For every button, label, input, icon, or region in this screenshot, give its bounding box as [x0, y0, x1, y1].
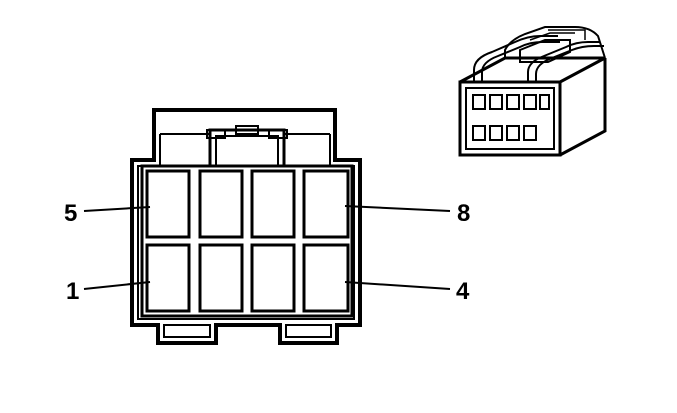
cavity-row-top [145, 169, 350, 239]
pin-label-8: 8 [457, 200, 470, 227]
cavity-frame [140, 164, 354, 318]
cavity [302, 243, 350, 313]
cavity [145, 243, 191, 313]
bottom-tab-right [285, 324, 332, 338]
cavity [302, 169, 350, 239]
pin-label-5: 5 [64, 200, 77, 227]
leader-line-8 [344, 205, 451, 212]
cavity-row-bottom [145, 243, 350, 313]
leader-line-4 [344, 281, 451, 290]
leader-line-5 [83, 206, 151, 212]
cavity [145, 169, 191, 239]
latch [206, 125, 288, 168]
cavity [250, 169, 296, 239]
housing-inner-outline [137, 134, 355, 320]
connector-front-view: 5 8 1 4 [64, 108, 470, 345]
cavity [198, 243, 244, 313]
pin-label-4: 4 [456, 278, 470, 305]
cavity [250, 243, 296, 313]
pin-label-1: 1 [66, 278, 79, 305]
bottom-tab-left [163, 324, 211, 338]
connector-isometric-view [458, 26, 607, 157]
cavity [198, 169, 244, 239]
leader-line-1 [83, 281, 151, 290]
housing-outline [130, 108, 362, 345]
